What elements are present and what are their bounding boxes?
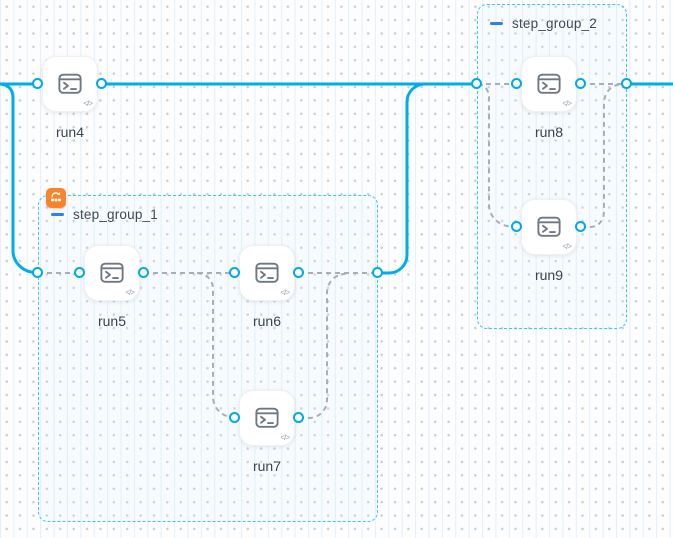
edge-group2-in-to-run9 bbox=[477, 83, 518, 228]
edge-run9-to-group2-out bbox=[581, 83, 622, 228]
collapse-minus-icon[interactable] bbox=[490, 21, 503, 26]
port-run4-out[interactable] bbox=[96, 78, 107, 89]
port-run5-in[interactable] bbox=[74, 267, 85, 278]
code-icon: </> bbox=[83, 99, 93, 108]
port-run4-in[interactable] bbox=[32, 78, 43, 89]
group-step-group-2[interactable]: step_group_2 bbox=[477, 4, 627, 329]
node-run7[interactable]: </> bbox=[239, 390, 295, 446]
port-run9-in[interactable] bbox=[511, 221, 522, 232]
code-icon: </> bbox=[562, 99, 572, 108]
group-header: step_group_1 bbox=[39, 196, 377, 222]
node-label-run7: run7 bbox=[252, 458, 282, 474]
group-label: step_group_2 bbox=[512, 16, 597, 31]
retry-steps-icon bbox=[51, 192, 61, 202]
node-label-run9: run9 bbox=[534, 267, 564, 283]
edge-run7-to-group1-out bbox=[299, 272, 349, 419]
edge-run5-to-run7 bbox=[196, 272, 236, 419]
node-label-run6: run6 bbox=[252, 313, 282, 329]
terminal-icon bbox=[58, 73, 82, 94]
port-group1-out[interactable] bbox=[372, 267, 383, 278]
node-run5[interactable]: </> bbox=[84, 245, 140, 301]
port-run6-out[interactable] bbox=[293, 267, 304, 278]
terminal-icon bbox=[537, 216, 561, 237]
terminal-icon bbox=[537, 73, 561, 94]
terminal-icon bbox=[255, 262, 279, 283]
port-group2-in[interactable] bbox=[471, 78, 482, 89]
edge-canvas-to-step-group-1 bbox=[0, 82, 39, 275]
port-run7-out[interactable] bbox=[293, 412, 304, 423]
port-group1-in[interactable] bbox=[32, 267, 43, 278]
port-run8-in[interactable] bbox=[511, 78, 522, 89]
terminal-icon bbox=[255, 407, 279, 428]
node-run4[interactable]: </> bbox=[42, 56, 98, 112]
node-run8[interactable]: </> bbox=[521, 56, 577, 112]
group-header: step_group_2 bbox=[478, 5, 626, 31]
code-icon: </> bbox=[280, 288, 290, 297]
port-run7-in[interactable] bbox=[229, 412, 240, 423]
node-run6[interactable]: </> bbox=[239, 245, 295, 301]
terminal-icon bbox=[100, 262, 124, 283]
workflow-badge-icon[interactable] bbox=[46, 188, 66, 208]
code-icon: </> bbox=[562, 242, 572, 251]
code-icon: </> bbox=[125, 288, 135, 297]
port-run5-out[interactable] bbox=[138, 267, 149, 278]
collapse-minus-icon[interactable] bbox=[51, 212, 64, 217]
node-label-run8: run8 bbox=[534, 124, 564, 140]
port-run9-out[interactable] bbox=[575, 221, 586, 232]
group-label: step_group_1 bbox=[73, 207, 158, 222]
port-group2-out[interactable] bbox=[621, 78, 632, 89]
edge-step-group-1-to-step-group-2 bbox=[378, 82, 477, 275]
port-run6-in[interactable] bbox=[229, 267, 240, 278]
code-icon: </> bbox=[280, 433, 290, 442]
node-label-run4: run4 bbox=[55, 124, 85, 140]
node-label-run5: run5 bbox=[97, 313, 127, 329]
node-run9[interactable]: </> bbox=[521, 199, 577, 255]
port-run8-out[interactable] bbox=[575, 78, 586, 89]
